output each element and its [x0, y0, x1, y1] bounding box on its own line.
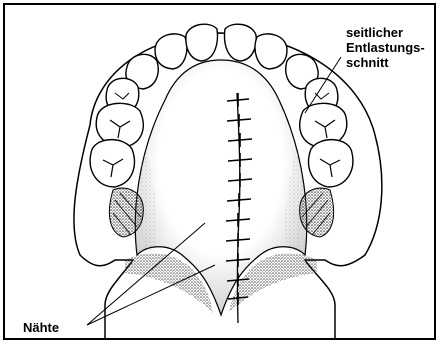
- tooth: [155, 34, 187, 69]
- figure-frame: seitlicher Entlastungs- schnitt Nähte: [3, 3, 436, 340]
- label-line: Entlastungs-: [346, 40, 436, 55]
- label-line: seitlicher: [346, 25, 436, 40]
- tooth: [255, 34, 287, 69]
- label-line: schnitt: [346, 55, 436, 70]
- tooth: [309, 140, 353, 187]
- sutures-label: Nähte: [23, 320, 59, 335]
- tooth: [90, 140, 134, 187]
- lateral-incision-label: seitlicher Entlastungs- schnitt: [346, 25, 436, 70]
